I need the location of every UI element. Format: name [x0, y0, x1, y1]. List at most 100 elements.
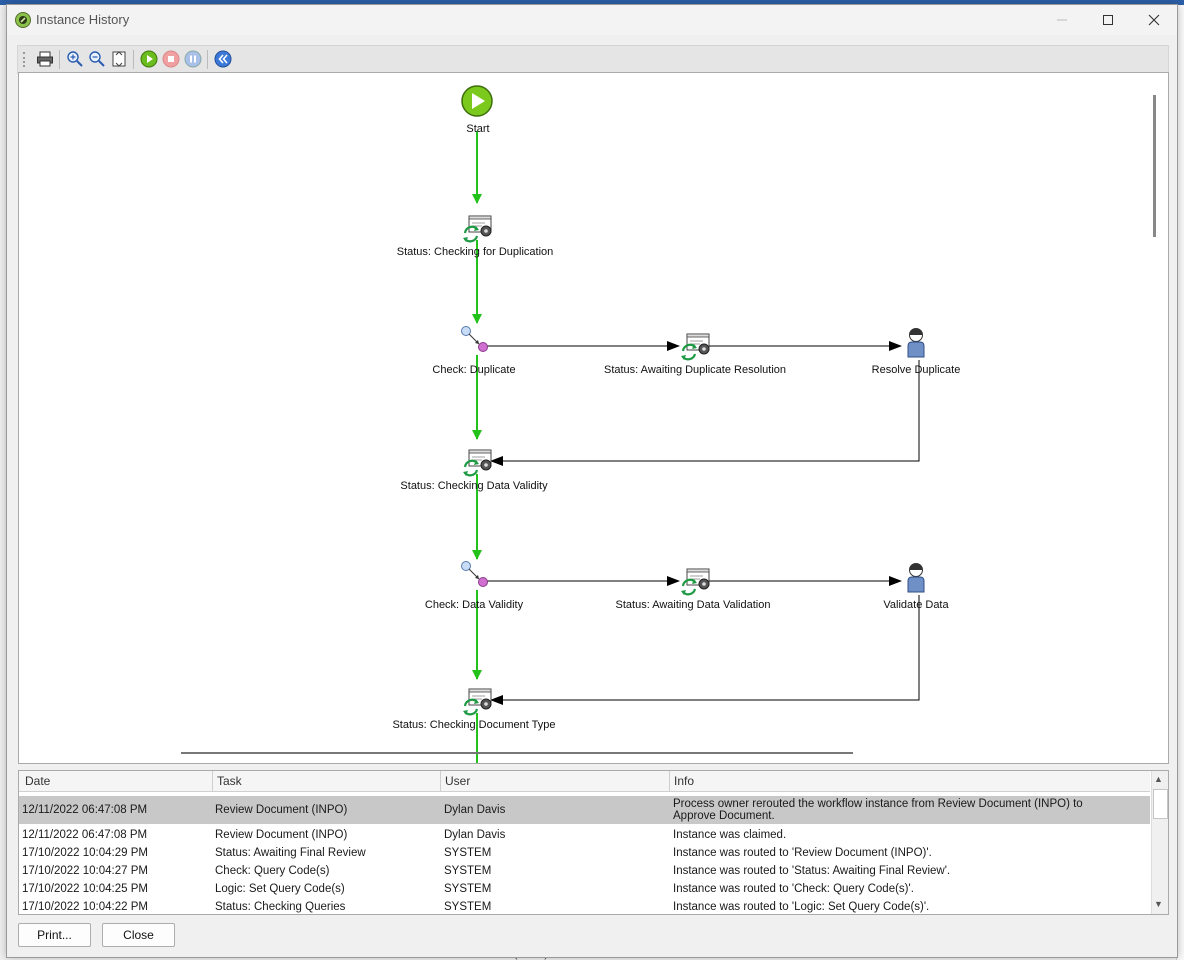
cell-user: Dylan Davis — [444, 804, 506, 816]
table-row[interactable]: 12/11/2022 06:47:08 PM Review Document (… — [19, 826, 1150, 844]
cell-info: Instance was routed to 'Review Document … — [673, 847, 932, 859]
cell-task: Review Document (INPO) — [215, 829, 348, 841]
column-divider[interactable] — [669, 771, 670, 791]
print-toolbar-button[interactable] — [35, 49, 55, 69]
scroll-up-arrow-icon[interactable]: ▲ — [1154, 774, 1163, 784]
node-label-user: Resolve Duplicate — [871, 364, 961, 376]
rewind-button[interactable] — [213, 49, 233, 69]
background-left-panel — [0, 5, 6, 960]
zoom-in-icon — [67, 51, 83, 67]
column-header-user[interactable]: User — [445, 774, 471, 788]
cell-task: Check: Query Code(s) — [215, 865, 330, 877]
zoom-out-button[interactable] — [87, 49, 107, 69]
scroll-thumb[interactable] — [1153, 789, 1168, 819]
table-vertical-scrollbar[interactable]: ▲ ▼ — [1151, 771, 1168, 914]
table-row[interactable]: 17/10/2022 10:04:29 PM Status: Awaiting … — [19, 844, 1150, 862]
cell-user: SYSTEM — [444, 883, 492, 895]
status-node-icon[interactable] — [461, 448, 493, 478]
status-node-icon[interactable] — [461, 214, 493, 244]
pause-button[interactable] — [183, 49, 203, 69]
table-row[interactable]: 17/10/2022 10:04:22 PM Status: Checking … — [19, 898, 1150, 914]
status-node-icon[interactable] — [679, 567, 711, 597]
table-row[interactable]: 12/11/2022 06:47:08 PM Review Document (… — [19, 796, 1150, 824]
check-node-icon[interactable] — [461, 561, 488, 587]
maximize-icon — [1103, 15, 1113, 25]
fit-icon — [112, 51, 126, 67]
node-label-start: Start — [466, 123, 490, 135]
instance-history-dialog: Instance History — [6, 4, 1178, 958]
fit-to-window-button[interactable] — [109, 49, 129, 69]
cell-date: 17/10/2022 10:04:29 PM — [22, 847, 148, 859]
user-task-icon[interactable] — [907, 563, 925, 593]
window-title: Instance History — [36, 12, 130, 27]
node-label-status: Status: Awaiting Duplicate Resolution — [603, 364, 787, 376]
canvas-vertical-scrollbar[interactable] — [1153, 95, 1156, 237]
table-row[interactable]: 17/10/2022 10:04:25 PM Logic: Set Query … — [19, 880, 1150, 898]
table-row[interactable]: 17/10/2022 10:04:27 PM Check: Query Code… — [19, 862, 1150, 880]
column-header-date[interactable]: Date — [25, 774, 51, 788]
cell-date: 17/10/2022 10:04:27 PM — [22, 865, 148, 877]
cell-task: Review Document (INPO) — [215, 804, 348, 816]
cell-info: Instance was claimed. — [673, 829, 787, 841]
cell-task: Status: Awaiting Final Review — [215, 847, 366, 859]
status-node-icon[interactable] — [461, 687, 493, 717]
cell-date: 12/11/2022 06:47:08 PM — [22, 804, 148, 816]
background-topbar — [0, 0, 1184, 5]
close-icon — [1148, 14, 1160, 26]
start-node[interactable] — [461, 85, 493, 117]
cell-info: Instance was routed to 'Check: Query Cod… — [673, 883, 914, 895]
stop-icon — [162, 50, 180, 68]
toolbar-separator — [59, 50, 60, 69]
toolbar — [17, 45, 1169, 74]
cell-user: SYSTEM — [444, 901, 492, 913]
node-label-check: Check: Data Validity — [424, 599, 524, 611]
node-label-status: Status: Checking Data Validity — [400, 480, 548, 492]
cell-date: 17/10/2022 10:04:25 PM — [22, 883, 148, 895]
toolbar-grip[interactable] — [23, 52, 27, 67]
cell-info: Instance was routed to 'Logic: Set Query… — [673, 901, 930, 913]
workflow-diagram-canvas[interactable]: Start Status: Checking for Duplication C… — [18, 72, 1169, 764]
node-label-user: Validate Data — [883, 599, 949, 611]
zoom-out-icon — [89, 51, 105, 67]
play-button[interactable] — [139, 49, 159, 69]
node-label-status: Status: Awaiting Data Validation — [615, 599, 771, 611]
close-window-button[interactable] — [1131, 5, 1177, 35]
history-table-header: Date Task User Info — [19, 771, 1150, 792]
print-icon — [37, 51, 53, 67]
toolbar-separator — [133, 50, 134, 69]
node-label-status: Status: Checking Document Type — [392, 719, 556, 731]
node-label-status: Status: Checking for Duplication — [396, 246, 554, 258]
column-divider[interactable] — [440, 771, 441, 791]
history-table: Date Task User Info 12/11/2022 06:47:08 … — [18, 770, 1169, 915]
toolbar-separator — [207, 50, 208, 69]
print-button[interactable]: Print... — [18, 923, 91, 947]
cell-info: Process owner rerouted the workflow inst… — [673, 798, 1083, 822]
close-button[interactable]: Close — [102, 923, 175, 947]
cell-user: SYSTEM — [444, 847, 492, 859]
play-icon — [140, 50, 158, 68]
pause-icon — [184, 50, 202, 68]
user-task-icon[interactable] — [907, 328, 925, 358]
cell-info: Instance was routed to 'Status: Awaiting… — [673, 865, 951, 877]
cell-user: SYSTEM — [444, 865, 492, 877]
column-header-task[interactable]: Task — [217, 774, 242, 788]
check-node-icon[interactable] — [461, 326, 488, 352]
zoom-in-button[interactable] — [65, 49, 85, 69]
branch-paths — [487, 341, 920, 705]
stop-button[interactable] — [161, 49, 181, 69]
maximize-button[interactable] — [1085, 5, 1131, 35]
column-divider[interactable] — [212, 771, 213, 791]
scroll-down-arrow-icon[interactable]: ▼ — [1154, 899, 1163, 909]
status-node-icon[interactable] — [679, 332, 711, 362]
canvas-horizontal-scrollbar[interactable] — [181, 752, 853, 754]
rewind-icon — [214, 50, 232, 68]
column-header-info[interactable]: Info — [674, 774, 695, 788]
title-bar[interactable]: Instance History — [7, 5, 1177, 35]
cell-task: Logic: Set Query Code(s) — [215, 883, 345, 895]
minimize-button[interactable] — [1039, 5, 1085, 35]
minimize-icon — [1057, 19, 1067, 21]
app-logo-icon — [15, 12, 31, 28]
cell-user: Dylan Davis — [444, 829, 506, 841]
cell-date: 17/10/2022 10:04:22 PM — [22, 901, 148, 913]
cell-task: Status: Checking Queries — [215, 901, 346, 913]
